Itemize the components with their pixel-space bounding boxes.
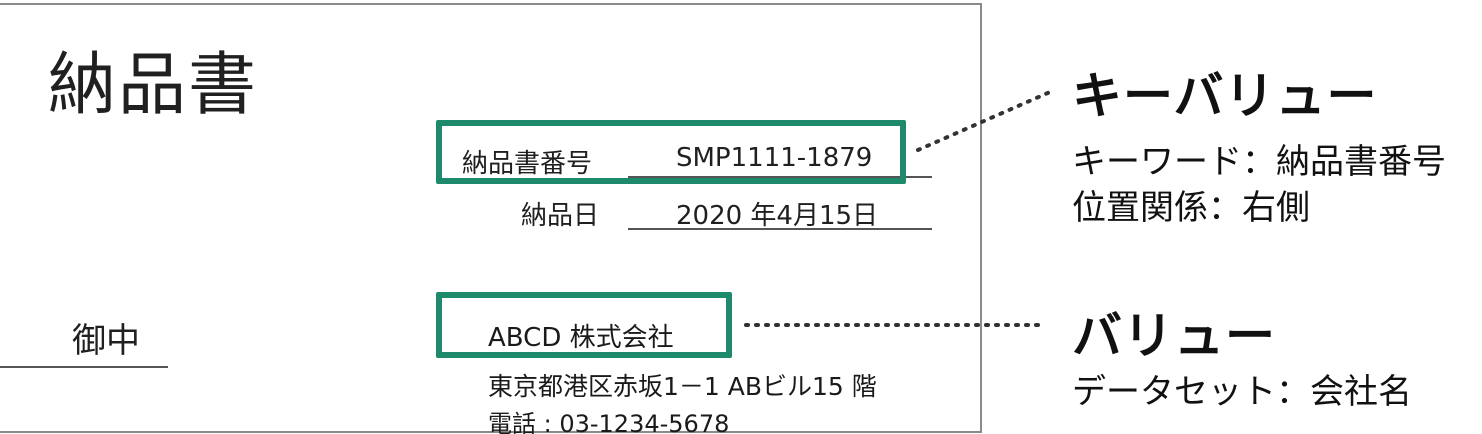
document-title: 納品書 (48, 46, 259, 125)
key-value-connector (916, 90, 1052, 152)
delivery-number-label: 納品書番号 (462, 149, 593, 179)
delivery-slip-document: 納品書 納品書番号 SMP1111-1879 納品日 2020 年4月15日 御… (0, 3, 982, 434)
delivery-date-label: 納品日 (521, 201, 600, 231)
company-phone: 電話 : 03-1234-5678 (488, 410, 730, 434)
company-address: 東京都港区赤坂1－1 ABビル15 階 (488, 372, 877, 401)
delivery-number-value: SMP1111-1879 (676, 143, 873, 173)
delivery-date-value: 2020 年4月15日 (676, 201, 879, 231)
key-value-heading: キーバリュー (1072, 67, 1378, 125)
value-highlight-box (436, 292, 732, 358)
delivery-number-underline (628, 176, 932, 178)
recipient-underline (0, 366, 168, 368)
company-name: ABCD 株式会社 (488, 323, 674, 353)
recipient-suffix: 御中 (72, 321, 140, 361)
key-value-position-text: 位置関係：右側 (1072, 188, 1310, 228)
delivery-date-underline (628, 228, 932, 230)
key-value-highlight-box (436, 120, 906, 184)
value-dataset-text: データセット：会社名 (1072, 372, 1412, 412)
key-value-keyword-text: キーワード：納品書番号 (1072, 142, 1446, 182)
value-heading: バリュー (1072, 307, 1276, 365)
